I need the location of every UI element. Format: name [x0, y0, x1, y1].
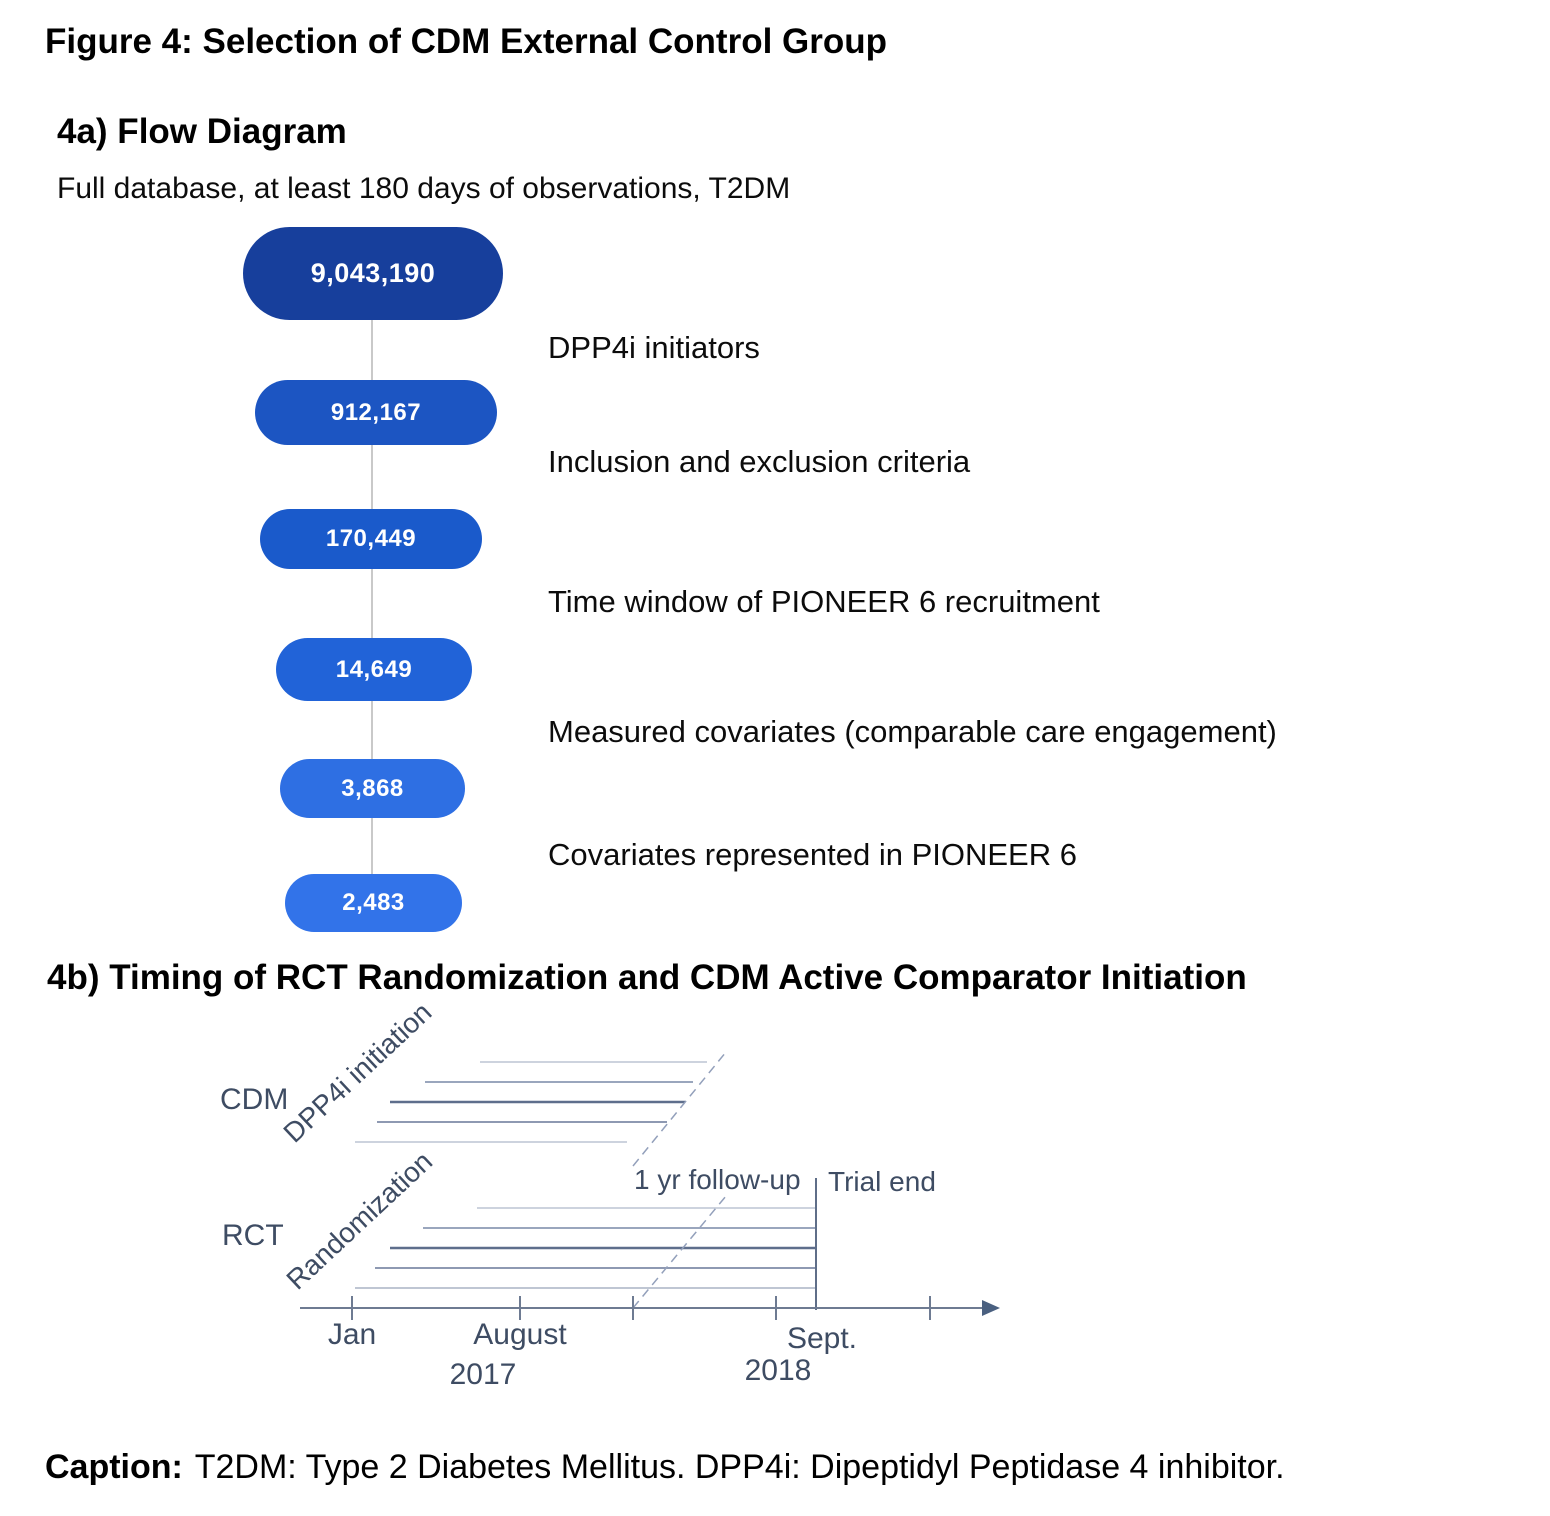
flow-description: Full database, at least 180 days of obse…	[57, 172, 791, 205]
axis-year-label-2017: 2017	[449, 1358, 517, 1391]
flow-node: 912,167	[255, 380, 497, 445]
flow-node-value: 3,868	[341, 774, 404, 802]
rct-timeline-lines	[355, 1207, 816, 1289]
flow-node-value: 2,483	[342, 889, 405, 916]
figure-title: Figure 4: Selection of CDM External Cont…	[45, 22, 887, 61]
figure-caption: Caption: T2DM: Type 2 Diabetes Mellitus. …	[45, 1448, 1285, 1487]
axis-arrow-icon	[982, 1300, 1000, 1316]
caption-text: T2DM: Type 2 Diabetes Mellitus. DPP4i: D…	[194, 1448, 1285, 1486]
flow-node-value: 14,649	[335, 655, 413, 683]
flow-node: 170,449	[260, 509, 482, 569]
time-axis	[300, 1296, 1000, 1320]
flow-step-label: Measured covariates (comparable care eng…	[548, 714, 1277, 749]
flow-node: 9,043,190	[243, 227, 503, 320]
axis-tick-label-august: August	[473, 1318, 567, 1351]
flow-step-label: Covariates represented in PIONEER 6	[548, 837, 1077, 872]
flow-node: 2,483	[285, 874, 462, 932]
flow-heading: 4a) Flow Diagram	[57, 112, 347, 151]
follow-up-label: 1 yr follow-up	[634, 1164, 801, 1195]
flow-connector-line	[371, 318, 373, 878]
cdm-row-label: CDM	[220, 1083, 289, 1116]
caption-label: Caption:	[45, 1448, 183, 1486]
rct-follow-up-dashed-line	[632, 1195, 727, 1309]
trial-end-label: Trial end	[828, 1166, 936, 1197]
axis-year-label-2018: 2018	[744, 1354, 812, 1387]
flow-node-value: 170,449	[325, 525, 417, 552]
axis-tick-label-sept: Sept.	[786, 1322, 858, 1355]
timeline-heading: 4b) Timing of RCT Randomization and CDM …	[47, 958, 1247, 997]
flow-node-value: 912,167	[330, 398, 422, 426]
flow-step-label: Inclusion and exclusion criteria	[548, 444, 971, 479]
cdm-timeline-lines	[355, 1061, 707, 1143]
cdm-follow-up-dashed-line	[632, 1051, 727, 1167]
axis-tick-label-jan: Jan	[327, 1318, 377, 1351]
flow-node: 14,649	[276, 638, 472, 701]
rct-row-label: RCT	[222, 1219, 284, 1252]
flow-node: 3,868	[280, 759, 465, 818]
timeline-diagram	[300, 1051, 1000, 1320]
flow-step-label: Time window of PIONEER 6 recruitment	[548, 584, 1100, 619]
flow-node-value: 9,043,190	[310, 258, 436, 288]
flow-step-label: DPP4i initiators	[548, 330, 760, 365]
